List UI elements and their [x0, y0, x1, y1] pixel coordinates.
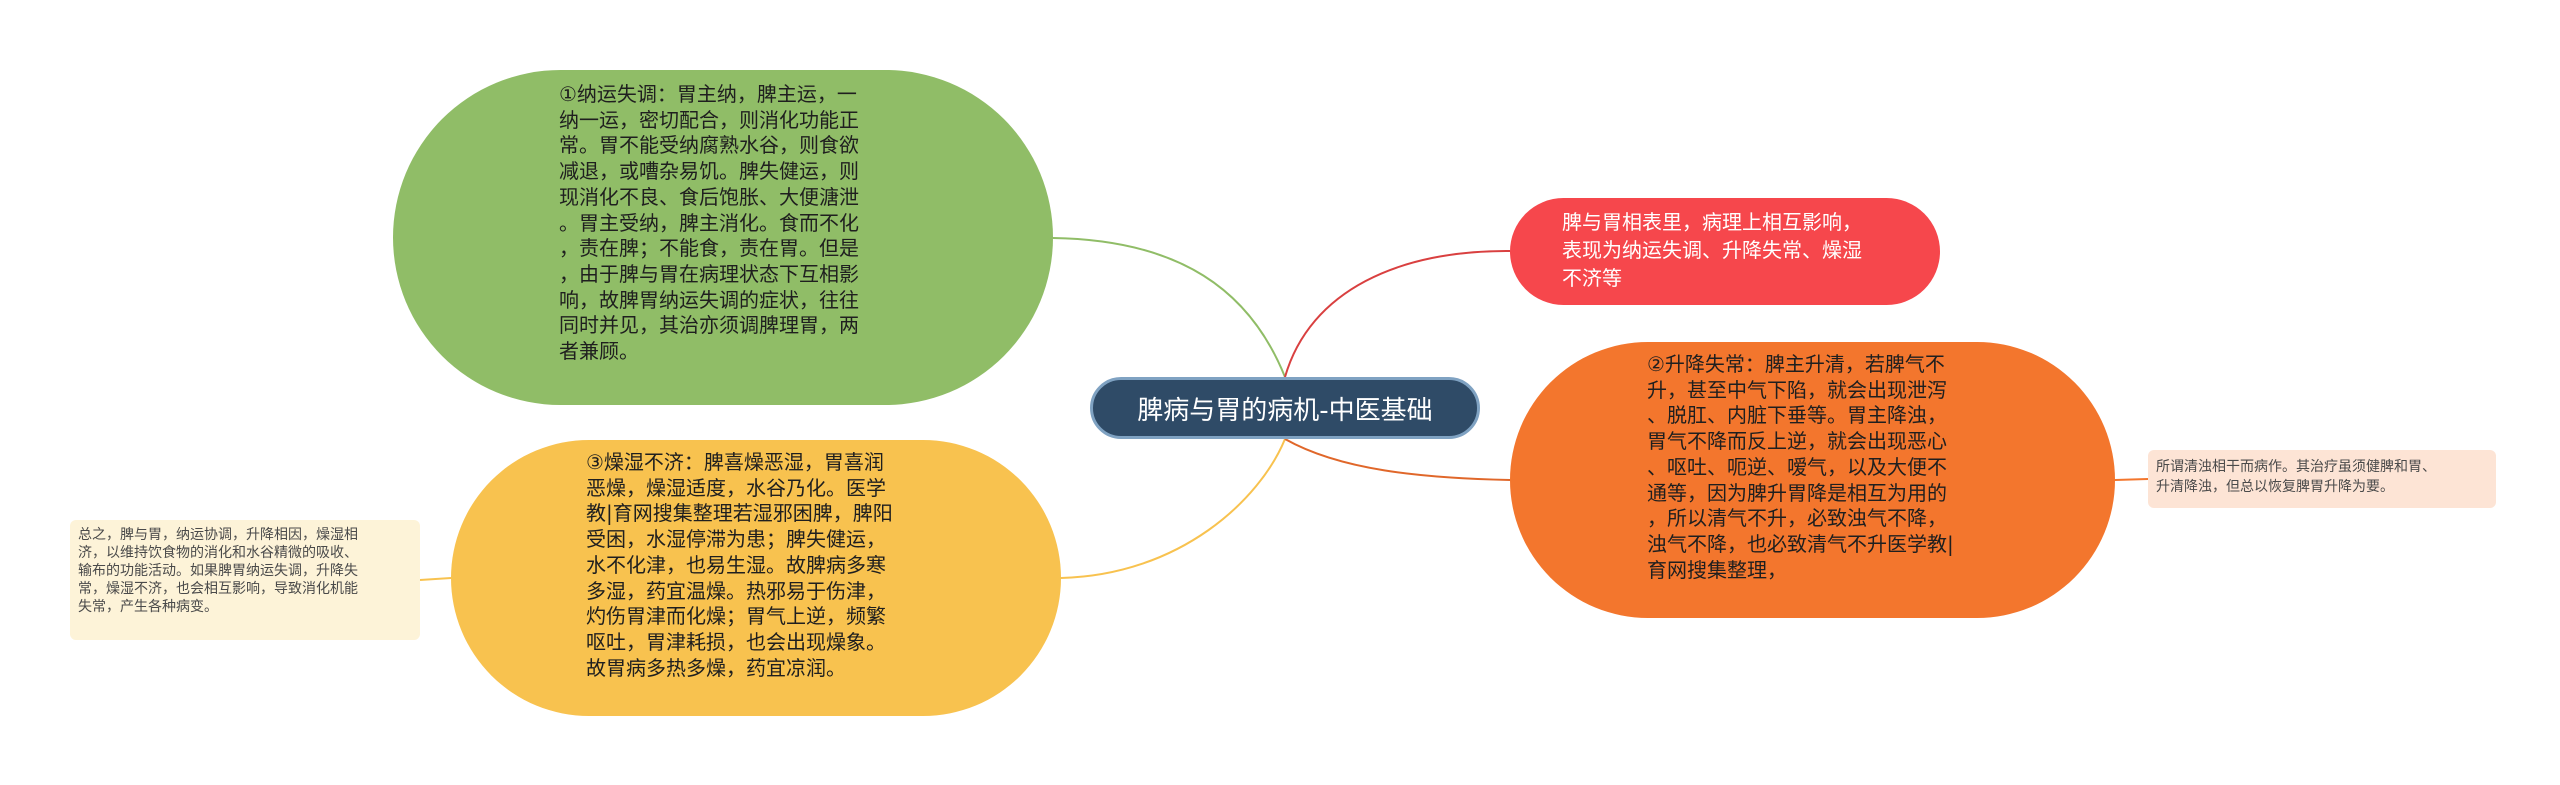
- topic-node-nayun-shitiao[interactable]: ①纳运失调：胃主纳，脾主运，一 纳一运，密切配合，则消化功能正 常。胃不能受纳腐…: [393, 70, 1053, 405]
- topic-node-biaoli-summary[interactable]: 脾与胃相表里，病理上相互影响， 表现为纳运失调、升降失常、燥湿 不济等: [1510, 198, 1940, 305]
- central-topic-label: 脾病与胃的病机-中医基础: [1137, 395, 1433, 426]
- subtopic-text-qingzhuo: 所谓清浊相干而病作。其治疗虽须健脾和胃、 升清降浊，但总以恢复脾胃升降为要。: [2156, 459, 2436, 495]
- subtopic-text-zongzhi: 总之，脾与胃，纳运协调，升降相因，燥湿相 济，以维持饮食物的消化和水谷精微的吸收…: [78, 527, 358, 615]
- topic-text-nayun-shitiao: ①纳运失调：胃主纳，脾主运，一 纳一运，密切配合，则消化功能正 常。胃不能受纳腐…: [559, 82, 859, 364]
- topic-text-zaoshi-buji: ③燥湿不济：脾喜燥恶湿，胃喜润 恶燥，燥湿适度，水谷乃化。医学 教|育网搜集整理…: [586, 450, 893, 680]
- subtopic-node-qingzhuo[interactable]: 所谓清浊相干而病作。其治疗虽须健脾和胃、 升清降浊，但总以恢复脾胃升降为要。: [2148, 450, 2496, 508]
- connector-center-to-zaoshi: [1060, 438, 1286, 579]
- central-topic-node[interactable]: 脾病与胃的病机-中医基础: [1090, 377, 1480, 439]
- topic-text-biaoli-summary: 脾与胃相表里，病理上相互影响， 表现为纳运失调、升降失常、燥湿 不济等: [1562, 210, 1862, 290]
- connector-center-to-nayun: [1052, 237, 1286, 378]
- connector-center-to-biaoli: [1284, 249, 1511, 378]
- topic-node-zaoshi-buji[interactable]: ③燥湿不济：脾喜燥恶湿，胃喜润 恶燥，燥湿适度，水谷乃化。医学 教|育网搜集整理…: [451, 440, 1061, 716]
- connector-zaoshi-to-zongzhi: [419, 577, 452, 581]
- subtopic-node-zongzhi[interactable]: 总之，脾与胃，纳运协调，升降相因，燥湿相 济，以维持饮食物的消化和水谷精微的吸收…: [70, 520, 420, 640]
- connector-center-to-shengjiang: [1284, 438, 1511, 481]
- topic-text-shengjiang-shichang: ②升降失常：脾主升清，若脾气不 升，甚至中气下陷，就会出现泄泻 、脱肛、内脏下垂…: [1647, 352, 1954, 582]
- connector-shengjiang-to-qingzhuo: [2114, 478, 2149, 481]
- topic-node-shengjiang-shichang[interactable]: ②升降失常：脾主升清，若脾气不 升，甚至中气下陷，就会出现泄泻 、脱肛、内脏下垂…: [1510, 342, 2115, 618]
